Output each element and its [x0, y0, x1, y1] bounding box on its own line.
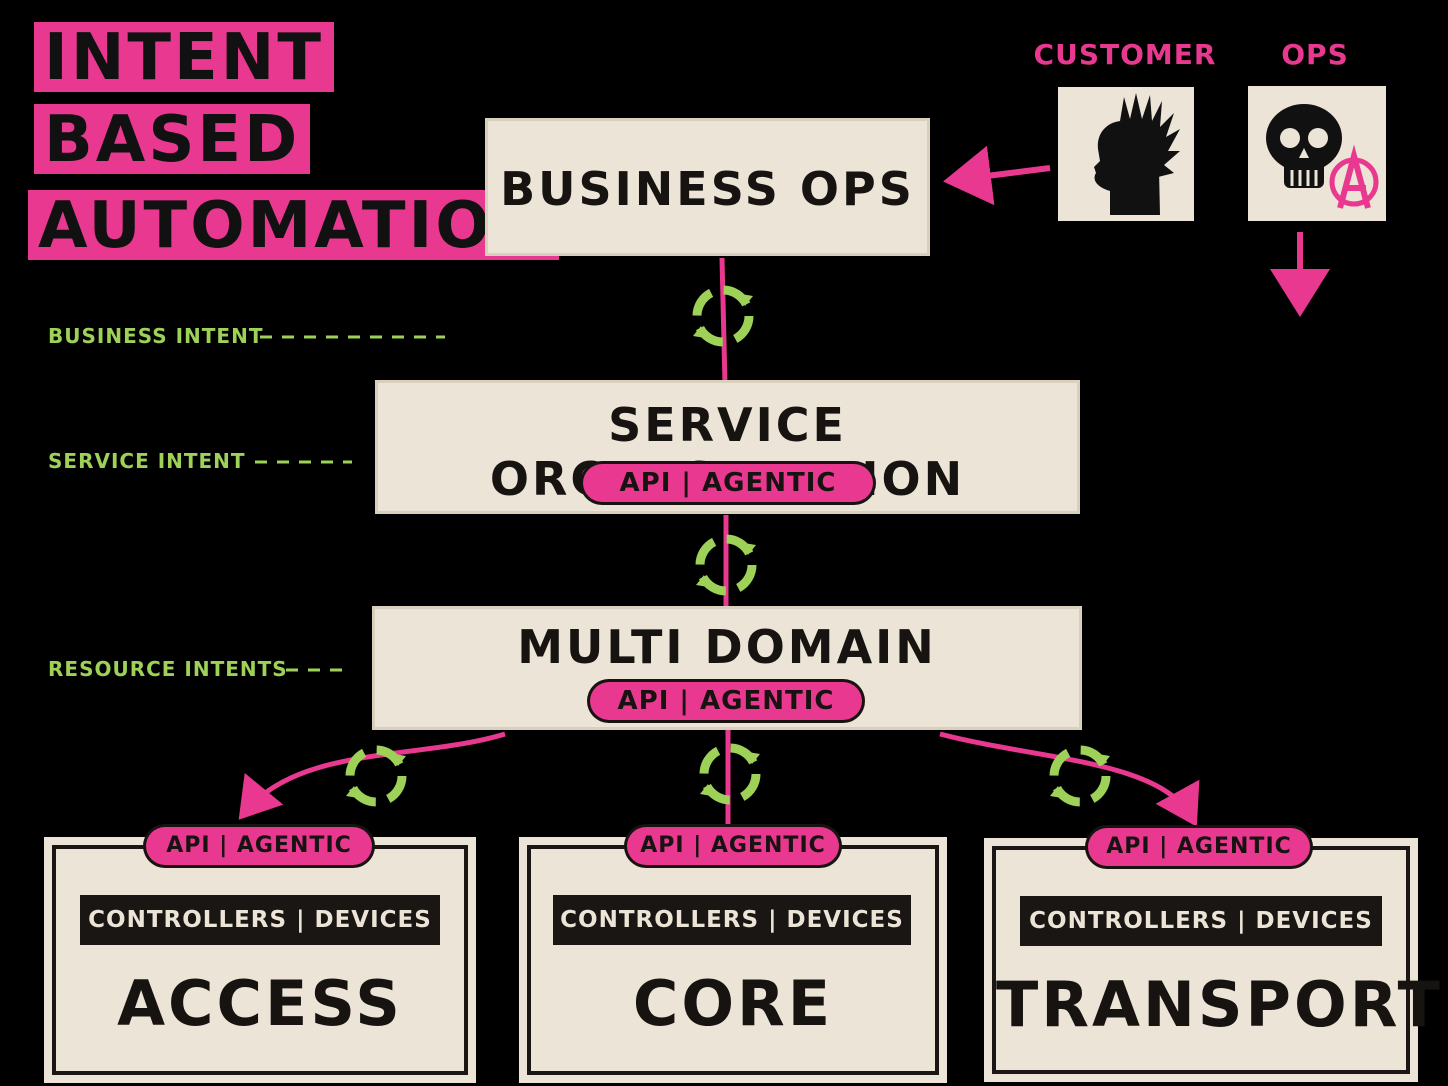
service-orchestration-interface-pill: API | AGENTIC [583, 464, 873, 502]
service-orchestration-box: SERVICE ORCHESTRATION API | AGENTIC [375, 380, 1080, 514]
customer-label: CUSTOMER [1033, 38, 1217, 71]
multi-domain-box: MULTI DOMAIN API | AGENTIC [372, 606, 1082, 730]
access-interface-pill: API | AGENTIC [146, 827, 372, 865]
access-components-bar: CONTROLLERS | DEVICES [80, 895, 440, 945]
transport-interface-pill: API | AGENTIC [1088, 828, 1310, 866]
title-line-2: BASED [34, 104, 311, 174]
ops-label: OPS [1281, 38, 1349, 71]
business-ops-title: BUSINESS OPS [500, 162, 915, 216]
multi-domain-title: MULTI DOMAIN [517, 620, 937, 674]
business-ops-box: BUSINESS OPS [485, 118, 930, 256]
customer-card [1058, 87, 1194, 221]
core-components-bar: CONTROLLERS | DEVICES [553, 895, 911, 945]
multi-domain-interface-pill: API | AGENTIC [590, 682, 862, 720]
business-to-service-line [719, 257, 728, 386]
multidomain-to-transport-arrow [939, 731, 1200, 827]
resource-intent-label: RESOURCE INTENTS [48, 657, 288, 681]
domain-box-core: API | AGENTIC CONTROLLERS | DEVICES CORE [519, 827, 947, 1083]
domain-box-access: API | AGENTIC CONTROLLERS | DEVICES ACCE… [44, 827, 476, 1083]
skull-anarchy-icon [1266, 104, 1379, 209]
title-line-3: AUTOMATION [28, 190, 560, 260]
title-line-1: INTENT [34, 22, 334, 92]
punk-head-icon [1094, 93, 1180, 215]
domain-box-transport: API | AGENTIC CONTROLLERS | DEVICES TRAN… [984, 828, 1443, 1082]
cycle-icon [1050, 750, 1110, 802]
core-domain-title: CORE [632, 967, 834, 1040]
ops-card [1248, 86, 1386, 221]
transport-domain-title: TRANSPORT [996, 968, 1443, 1041]
transport-components-bar: CONTROLLERS | DEVICES [1020, 896, 1382, 946]
business-intent-label: BUSINESS INTENT [48, 324, 264, 348]
core-interface-pill: API | AGENTIC [627, 827, 839, 865]
customer-to-business-arrow [943, 145, 1051, 206]
service-intent-label: SERVICE INTENT [48, 449, 246, 473]
access-domain-title: ACCESS [117, 967, 403, 1040]
